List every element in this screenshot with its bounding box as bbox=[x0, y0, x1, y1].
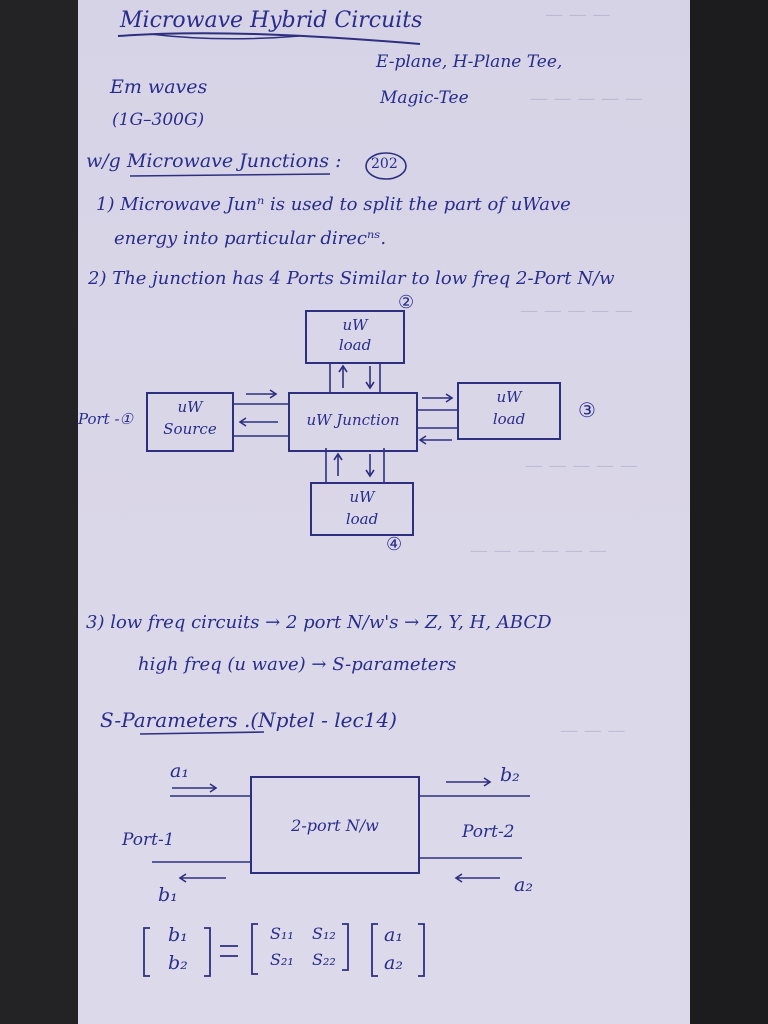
tee-types-note: E-plane, H-Plane Tee, bbox=[376, 52, 563, 72]
point-1-line-2: energy into particular direcⁿˢ. bbox=[114, 228, 387, 249]
matrix-s11: S₁₁ bbox=[270, 924, 294, 943]
source-box: uW Source bbox=[146, 392, 234, 452]
magic-tee-note: Magic-Tee bbox=[380, 88, 469, 108]
port-1-label: Port -① bbox=[78, 410, 133, 428]
page-title: Microwave Hybrid Circuits bbox=[120, 8, 423, 33]
em-waves-note: Em waves bbox=[110, 76, 208, 98]
top-load-label-1: uW bbox=[342, 316, 368, 334]
point-3-line-1: 3) low freq circuits → 2 port N/w's → Z,… bbox=[86, 612, 552, 633]
two-port-network-box: 2-port N/w bbox=[250, 776, 420, 874]
top-load-label-2: load bbox=[338, 336, 372, 354]
two-port-label: 2-port N/w bbox=[291, 816, 379, 835]
arrow-icon bbox=[238, 364, 454, 478]
point-2-line-1: 2) The junction has 4 Ports Similar to l… bbox=[88, 268, 615, 289]
bleed-through-mark: — — — — — bbox=[530, 88, 643, 109]
junction-label: uW Junction bbox=[306, 411, 400, 429]
incident-wave-a1: a₁ bbox=[170, 760, 189, 782]
point-1-line-1: 1) Microwave Junⁿ is used to split the p… bbox=[96, 194, 571, 215]
page-edge-right bbox=[690, 0, 768, 1024]
bleed-through-mark: — — — bbox=[545, 4, 611, 25]
outgoing-wave-b2: b₂ bbox=[500, 764, 520, 786]
right-load-label-1: uW bbox=[496, 388, 522, 406]
bleed-through-mark: — — — — — — bbox=[470, 540, 607, 561]
page-edge-left bbox=[0, 0, 78, 1024]
bleed-through-mark: — — — — — bbox=[525, 455, 638, 476]
source-label-1: uW bbox=[177, 398, 203, 416]
frequency-range-note: (1G–300G) bbox=[112, 110, 205, 130]
lecture-badge: 202 bbox=[371, 156, 398, 172]
matrix-a2: a₂ bbox=[384, 952, 403, 974]
section-heading: w/g Microwave Junctions : bbox=[86, 150, 342, 172]
point-3-line-2: high freq (u wave) → S-parameters bbox=[138, 654, 457, 675]
matrix-s22: S₂₂ bbox=[312, 950, 336, 969]
source-label-2: Source bbox=[163, 420, 217, 438]
port-2-text: Port-2 bbox=[462, 822, 515, 842]
right-load-label-2: load bbox=[492, 410, 526, 428]
s-parameters-heading: S-Parameters .(Nptel - lec14) bbox=[100, 708, 397, 732]
right-port-number: ③ bbox=[578, 398, 596, 422]
matrix-b1: b₁ bbox=[168, 924, 188, 946]
matrix-s21: S₂₁ bbox=[270, 950, 294, 969]
notebook-page bbox=[78, 0, 690, 1024]
bleed-through-mark: — — — bbox=[560, 720, 626, 741]
top-load-box: uW load bbox=[305, 310, 405, 364]
arrow-icon bbox=[172, 777, 500, 883]
matrix-b2: b₂ bbox=[168, 952, 188, 974]
bottom-load-label-1: uW bbox=[349, 488, 375, 506]
bottom-port-number: ④ bbox=[386, 534, 403, 555]
matrix-s12: S₁₂ bbox=[312, 924, 336, 943]
matrix-a1: a₁ bbox=[384, 924, 403, 946]
junction-box: uW Junction bbox=[288, 392, 418, 452]
port-1-text: Port-1 bbox=[122, 830, 175, 850]
right-load-box: uW load bbox=[457, 382, 561, 440]
top-port-number: ② bbox=[398, 292, 415, 313]
bottom-load-label-2: load bbox=[345, 510, 379, 528]
bleed-through-mark: — — — — — bbox=[520, 300, 633, 321]
incident-wave-a2: a₂ bbox=[514, 874, 533, 896]
bottom-load-box: uW load bbox=[310, 482, 414, 536]
reflected-wave-b1: b₁ bbox=[158, 884, 178, 906]
